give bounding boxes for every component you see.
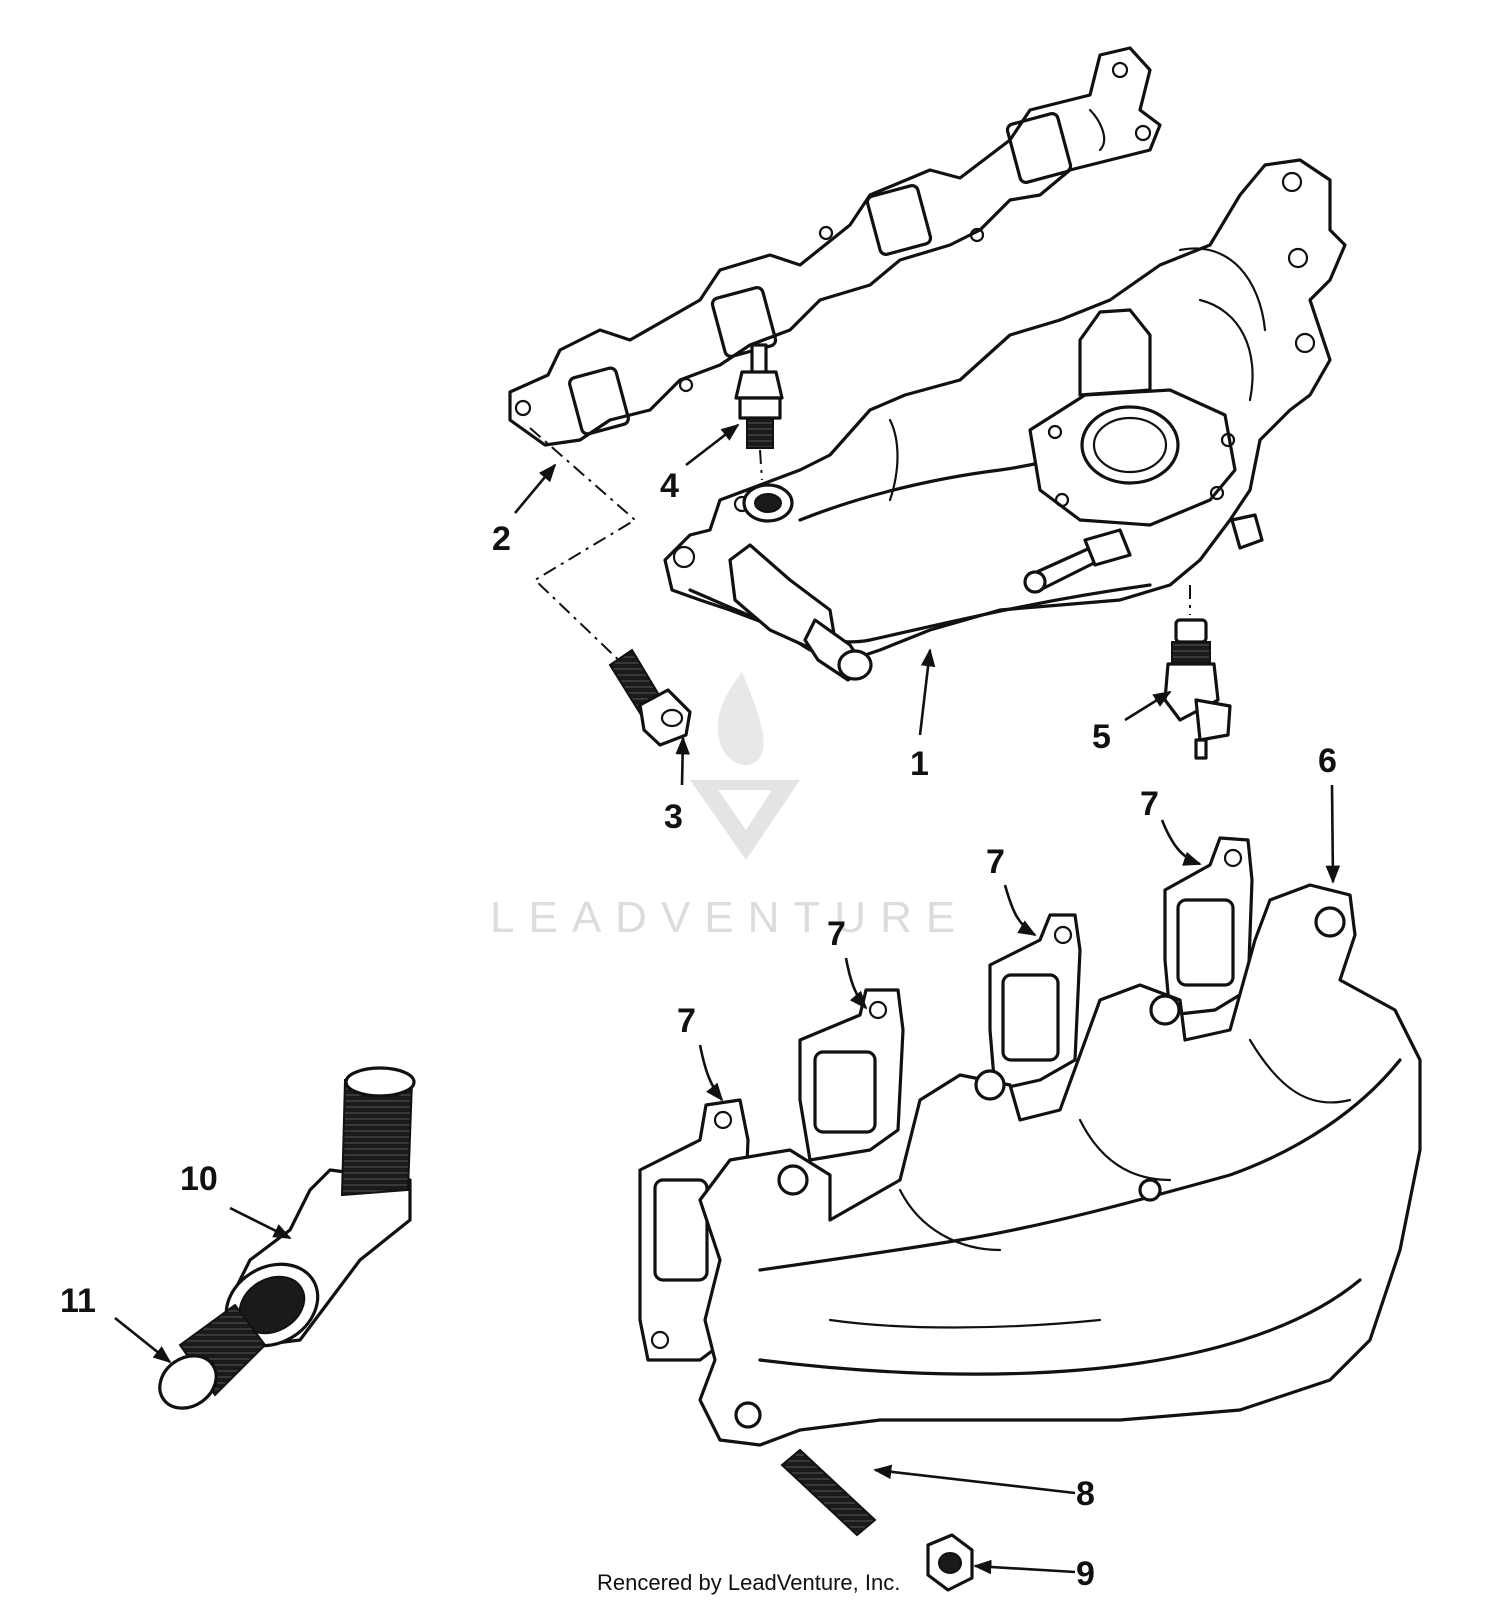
part-3-bolt [529, 427, 692, 747]
part-5-sensor [1163, 585, 1232, 760]
leadventure-logo-icon [690, 672, 800, 860]
callout-8: 8 [1076, 1475, 1095, 1513]
watermark: LEADVENTURE [490, 672, 969, 942]
part-2-intake-gasket [508, 46, 1162, 447]
callout-4: 4 [660, 467, 679, 505]
callout-6: 6 [1318, 742, 1337, 780]
callout-9: 9 [1076, 1555, 1095, 1593]
callout-7-c: 7 [827, 915, 846, 953]
leader-lines [114, 423, 1341, 1575]
part-4-sensor [734, 343, 784, 481]
callout-7-d: 7 [677, 1002, 696, 1040]
part-7-exhaust-gaskets [638, 836, 1254, 1362]
callout-5: 5 [1092, 718, 1111, 756]
part-9-nut [926, 1533, 974, 1592]
part-11-fitting [158, 1303, 267, 1410]
render-credit: Rencered by LeadVenture, Inc. [597, 1570, 900, 1595]
part-6-exhaust-manifold [698, 883, 1422, 1447]
callout-7-a: 7 [1140, 785, 1159, 823]
callout-11: 11 [60, 1282, 96, 1320]
part-1-intake-manifold [663, 158, 1347, 682]
watermark-text: LEADVENTURE [490, 893, 969, 942]
callout-labels: 1 2 3 4 5 6 7 7 7 7 8 9 10 11 [60, 467, 1337, 1593]
callout-10: 10 [180, 1160, 218, 1198]
callout-1: 1 [910, 745, 929, 783]
callout-7-b: 7 [986, 843, 1005, 881]
callout-3: 3 [664, 798, 683, 836]
part-8-stud [780, 1448, 877, 1537]
callout-2: 2 [492, 520, 511, 558]
